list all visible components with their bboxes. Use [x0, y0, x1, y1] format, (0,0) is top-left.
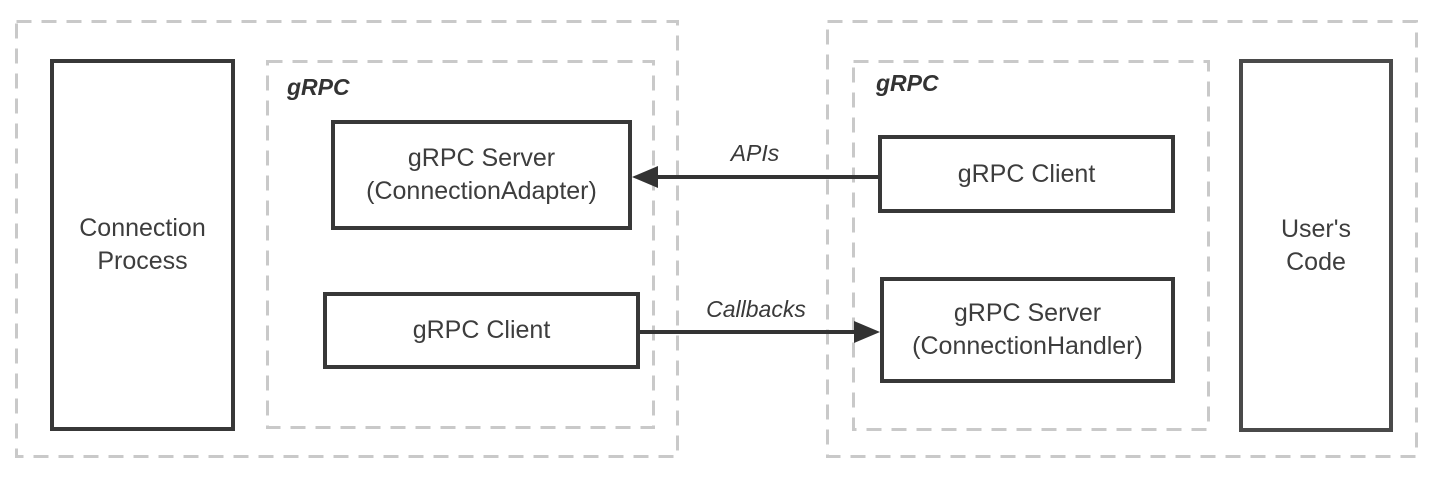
- grpc-client-left-box: gRPC Client: [323, 292, 640, 369]
- users-code-box: User's Code: [1239, 59, 1393, 432]
- callbacks-arrowhead-icon: [854, 321, 880, 343]
- grpc-container-label-left: gRPC: [287, 74, 350, 100]
- callbacks-arrow-label: Callbacks: [706, 296, 806, 322]
- connection-process-box: Connection Process: [50, 59, 235, 431]
- grpc-container-label-right: gRPC: [876, 70, 939, 96]
- apis-arrow-label: APIs: [730, 140, 780, 166]
- grpc-server-connection-handler-box: gRPC Server (ConnectionHandler): [880, 277, 1175, 383]
- left-grpc-dashed-box: [266, 60, 655, 429]
- grpc-server-connection-adapter-box: gRPC Server (ConnectionAdapter): [331, 120, 632, 230]
- apis-arrow: [632, 166, 878, 188]
- callbacks-arrow: [640, 321, 880, 343]
- apis-arrowhead-icon: [632, 166, 658, 188]
- grpc-client-right-box: gRPC Client: [878, 135, 1175, 213]
